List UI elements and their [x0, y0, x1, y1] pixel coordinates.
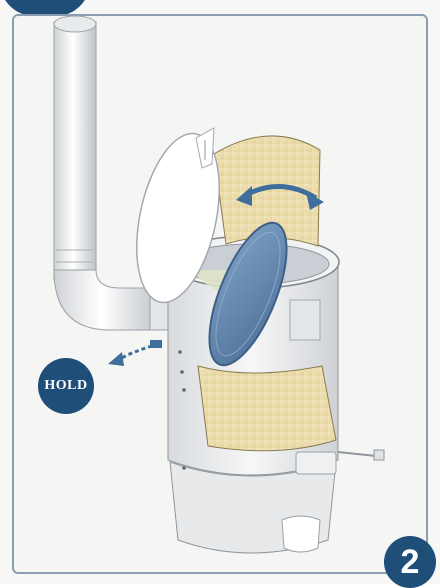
direction-arrow-icon [108, 340, 162, 366]
step-number-badge: 2 [384, 536, 436, 588]
hold-label: HOLD [38, 358, 94, 414]
lower-wood-liner [198, 366, 336, 451]
